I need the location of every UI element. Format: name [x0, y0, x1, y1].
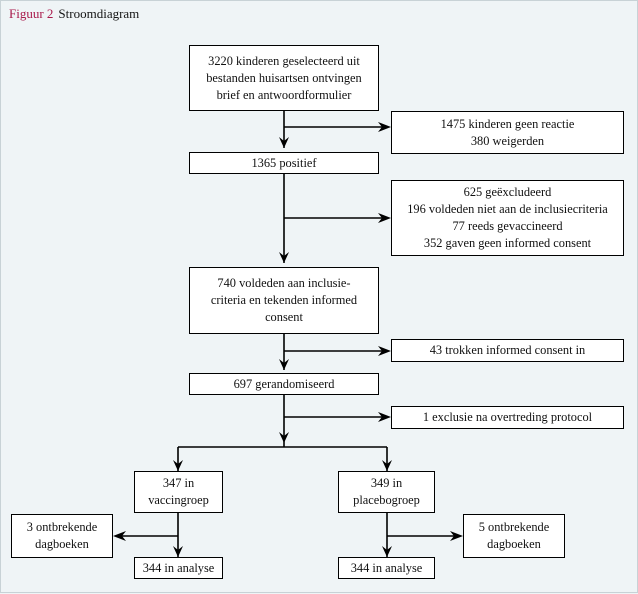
arrowhead-to-excluded [378, 213, 391, 223]
node-randomised-line-0: 697 gerandomiseerd [233, 376, 335, 391]
node-positive-line-0: 1365 positief [251, 155, 317, 170]
node-excluded-line-3: 352 gaven geen informed consent [423, 236, 592, 250]
node-missing-diaries-right: 5 ontbrekende dagboeken [463, 514, 565, 558]
arrowhead-to-analysis-left [173, 546, 183, 557]
node-missing-diaries-right-line-1: dagboeken [487, 537, 541, 551]
arrowhead-to-missing-diaries-right [450, 531, 463, 541]
node-met-criteria-line-0: 740 voldeden aan inclusie- [217, 276, 351, 290]
node-met-criteria-line-1: criteria en tekenden informed [210, 293, 358, 307]
arrowhead-to-met-criteria [279, 252, 289, 263]
node-vaccine-group: 347 in vaccingroep [134, 471, 223, 513]
arrowhead-to-randomised [279, 359, 289, 370]
node-randomised: 697 gerandomiseerd [189, 373, 379, 395]
node-protocol-violation: 1 exclusie na overtreding protocol [391, 406, 624, 429]
node-selected-line-2: brief en antwoordformulier [216, 87, 352, 102]
figure-caption-text: Stroomdiagram [58, 6, 140, 21]
node-selected-line-1: bestanden huisartsen ontvingen [206, 70, 362, 85]
node-withdrew-consent: 43 trokken informed consent in [391, 339, 624, 362]
node-placebo-group: 349 in placebogroep [338, 471, 435, 513]
node-analysis-right: 344 in analyse [338, 557, 435, 579]
node-analysis-left: 344 in analyse [134, 557, 223, 579]
figure-caption: Figuur 2 Stroomdiagram [9, 6, 139, 22]
arrowhead-to-no-response [378, 122, 391, 132]
node-missing-diaries-left-line-1: dagboeken [35, 537, 89, 551]
node-excluded-line-0: 625 geëxcludeerd [463, 185, 552, 199]
node-vaccine-group-line-0: 347 in [162, 476, 195, 490]
arrowhead-to-missing-diaries-left [113, 531, 126, 541]
node-vaccine-group-line-1: vaccingroep [148, 493, 209, 507]
arrowhead-to-positive [279, 137, 289, 148]
node-missing-diaries-left-line-0: 3 ontbrekende [26, 520, 98, 534]
node-positive: 1365 positief [189, 152, 379, 174]
node-excluded-line-2: 77 reeds gevaccineerd [452, 219, 563, 233]
arrowhead-to-analysis-right [382, 546, 392, 557]
arrowhead-to-withdrew-consent [378, 346, 391, 356]
arrowhead-split-center [279, 432, 289, 443]
arrowhead-to-vaccine-group [173, 460, 183, 471]
node-no-response-line-1: 380 weigerden [470, 133, 545, 148]
node-excluded: 625 geëxcludeerd 196 voldeden niet aan d… [391, 180, 624, 256]
node-placebo-group-line-1: placebogroep [353, 493, 420, 507]
node-missing-diaries-right-line-0: 5 ontbrekende [478, 520, 550, 534]
node-no-response: 1475 kinderen geen reactie 380 weigerden [391, 111, 624, 154]
node-no-response-line-0: 1475 kinderen geen reactie [440, 116, 575, 131]
node-withdrew-consent-line-0: 43 trokken informed consent in [429, 343, 586, 357]
node-missing-diaries-left: 3 ontbrekende dagboeken [11, 514, 113, 558]
node-selected-line-0: 3220 kinderen geselecteerd uit [208, 53, 360, 68]
node-analysis-left-line-0: 344 in analyse [142, 560, 215, 575]
node-placebo-group-line-0: 349 in [370, 476, 403, 490]
node-excluded-line-1: 196 voldeden niet aan de inclusiecriteri… [407, 202, 608, 216]
node-protocol-violation-line-0: 1 exclusie na overtreding protocol [422, 410, 593, 424]
arrowhead-to-protocol-violation [378, 412, 391, 422]
node-analysis-right-line-0: 344 in analyse [350, 560, 423, 575]
arrowhead-to-placebo-group [382, 460, 392, 471]
node-met-criteria-line-2: consent [265, 310, 303, 324]
figure-caption-label: Figuur 2 [9, 6, 54, 21]
node-selected: 3220 kinderen geselecteerd uit bestanden… [189, 45, 379, 111]
node-met-criteria: 740 voldeden aan inclusie- criteria en t… [189, 267, 379, 334]
